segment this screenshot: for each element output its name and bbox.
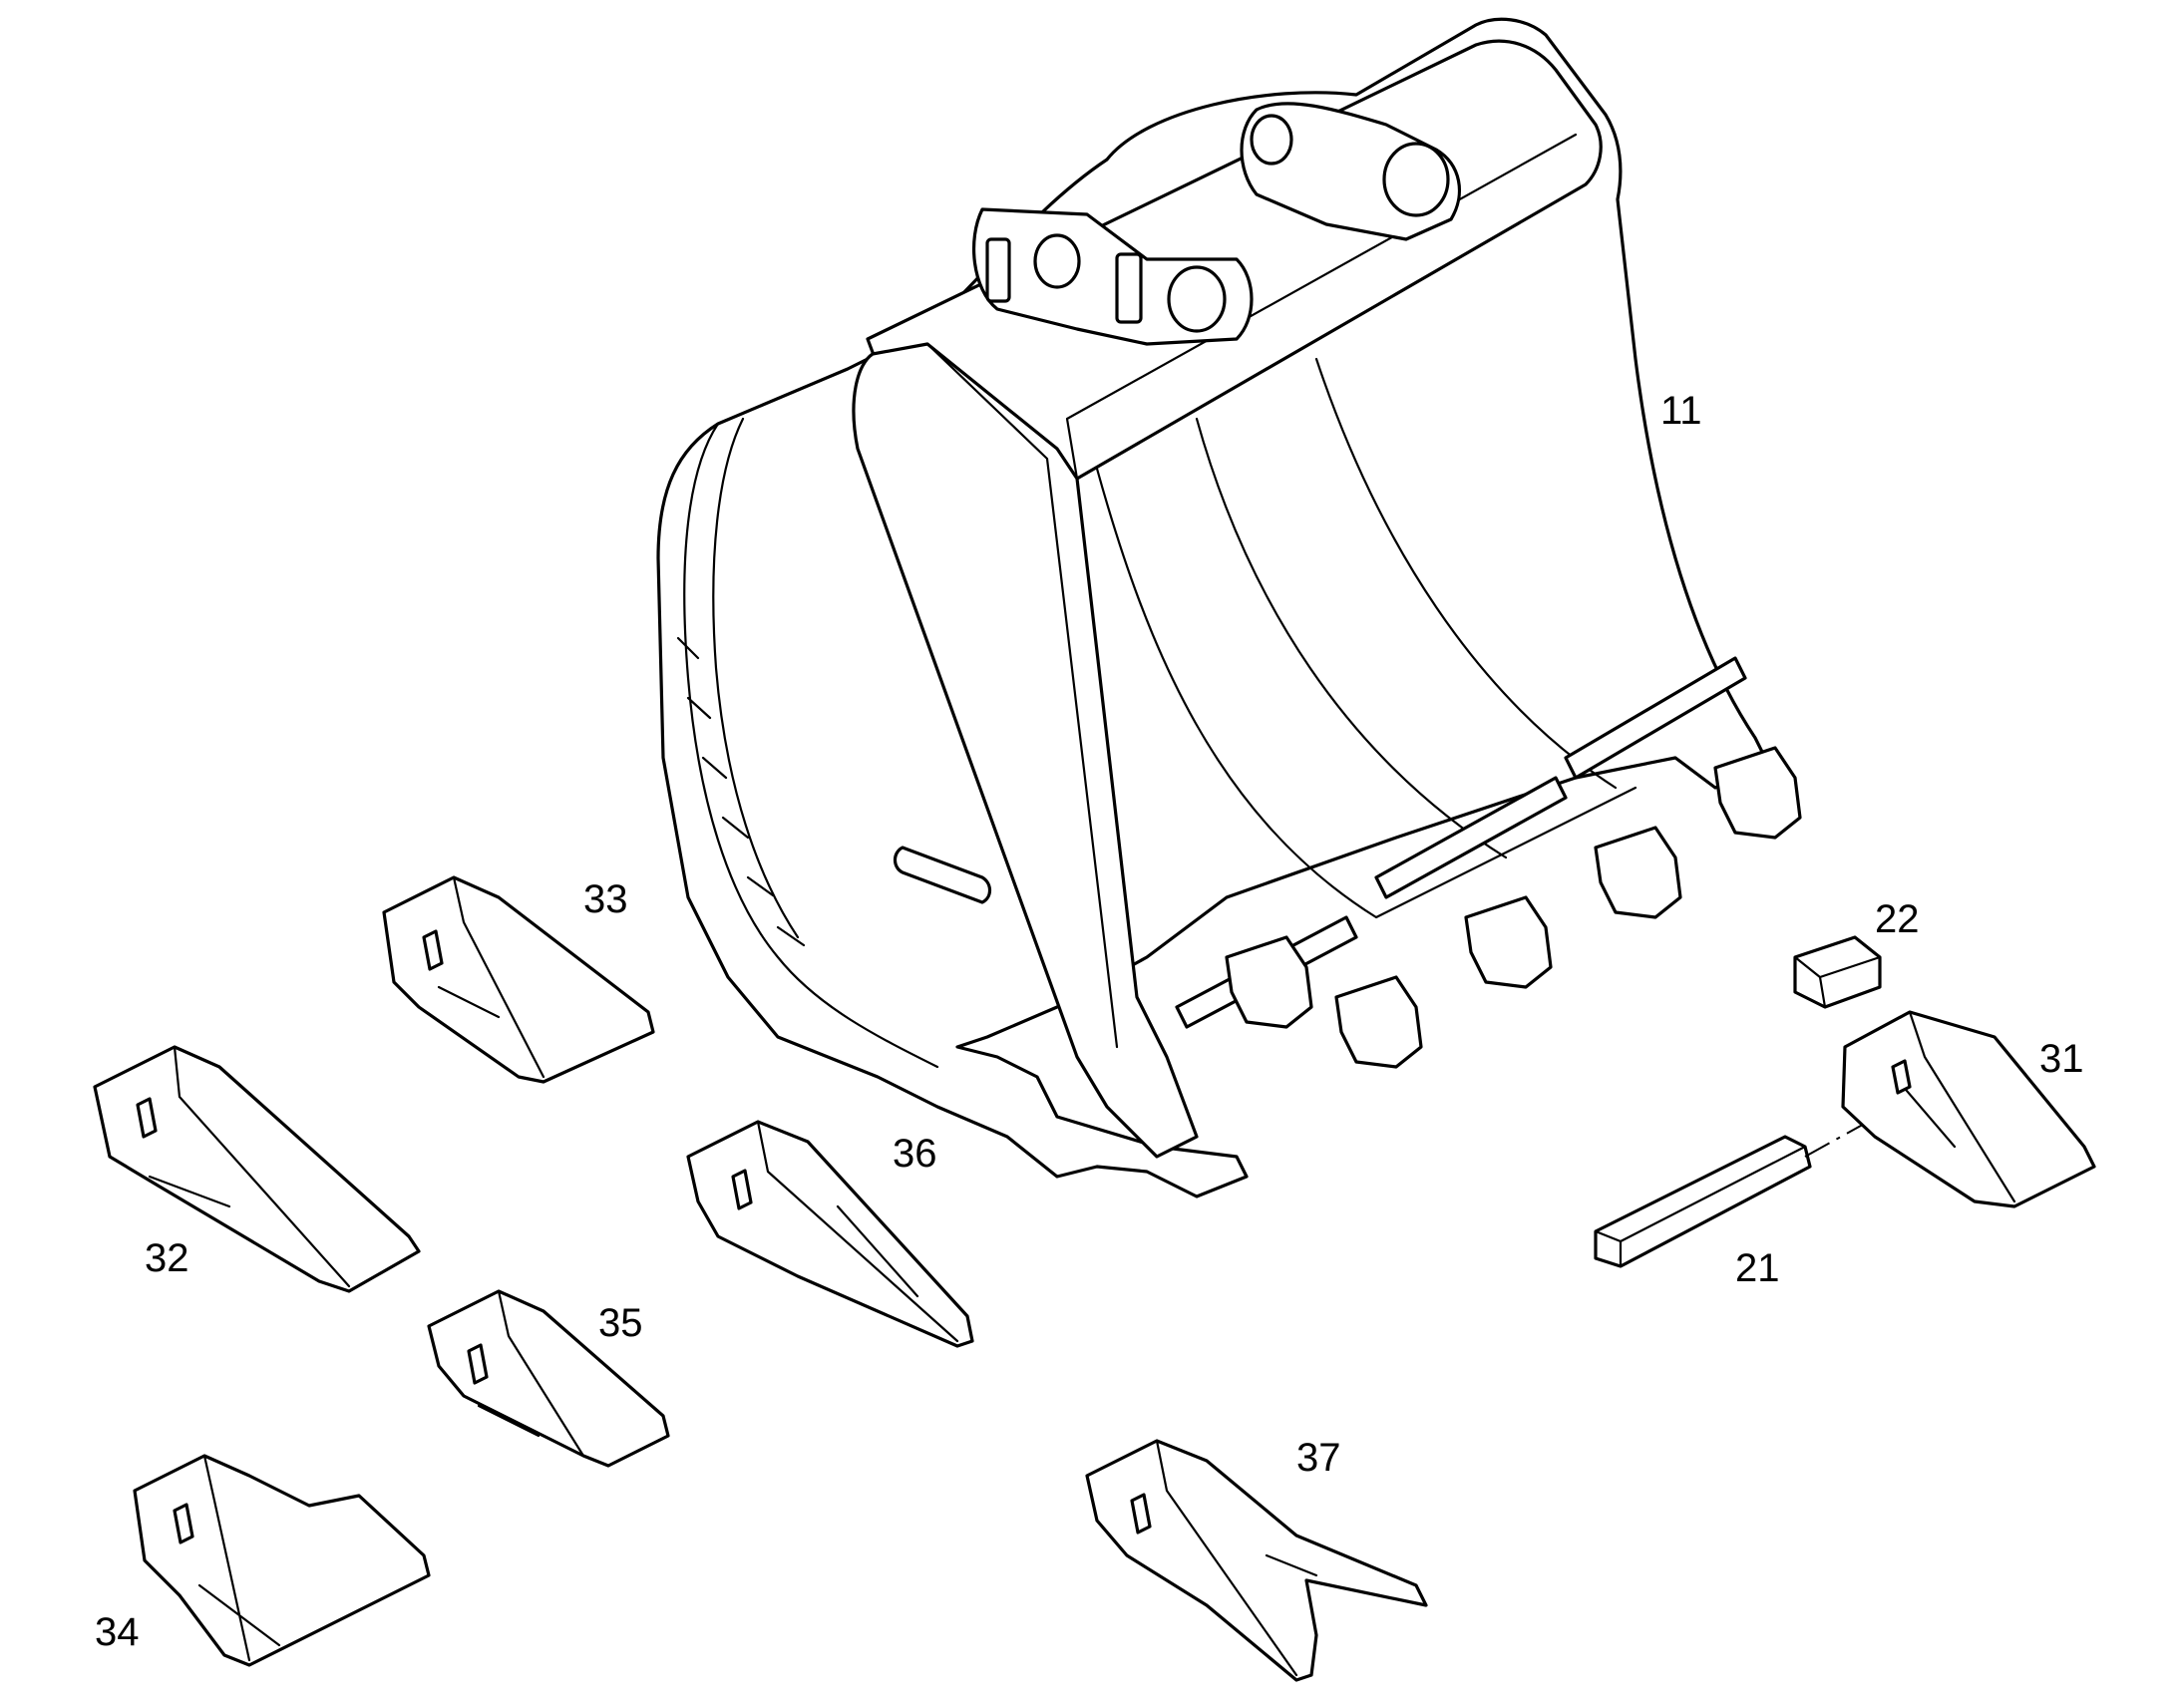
bucket-pin-boss-left — [971, 207, 1254, 346]
callout-37: 37 — [1296, 1436, 1341, 1480]
part-35-tooth — [427, 1289, 670, 1468]
callout-31: 31 — [2039, 1037, 2084, 1081]
lock-bracket-left — [985, 237, 1011, 303]
part-36-tooth — [686, 1120, 974, 1348]
part-22-retainer — [1793, 935, 1882, 1009]
adapter-1 — [1225, 935, 1313, 1029]
bucket-rib-3 — [1564, 656, 1747, 780]
adapter-5 — [1713, 746, 1802, 840]
callout-11: 11 — [1660, 389, 1702, 433]
adapter-4 — [1594, 826, 1682, 919]
callout-33: 33 — [583, 877, 628, 921]
bucket-inner-curve-1 — [1095, 467, 1637, 919]
bucket-side-slot — [893, 846, 992, 904]
bucket-rear-shell — [656, 17, 1772, 1198]
bucket-inner-curve-3 — [1314, 357, 1618, 790]
part-33-tooth — [382, 875, 655, 1084]
bucket-pin-boss-right — [1240, 102, 1461, 241]
callout-32: 32 — [145, 1236, 189, 1280]
part-21-pin — [1594, 1135, 1812, 1268]
bucket-assembly — [656, 17, 1802, 1198]
callout-36: 36 — [893, 1132, 937, 1176]
lock-bracket-right — [1115, 252, 1143, 324]
callout-34: 34 — [95, 1610, 140, 1654]
callout-21: 21 — [1735, 1246, 1780, 1290]
part-31-tooth — [1841, 1010, 2096, 1208]
bucket-side-curve — [683, 422, 939, 1069]
bucket-wear-strips — [676, 636, 806, 947]
callout-22: 22 — [1875, 897, 1920, 941]
bucket-side-curve-inner — [712, 417, 800, 939]
part-37-tooth — [1085, 1439, 1428, 1682]
bucket-side-arm — [852, 342, 1199, 1159]
bucket-rib-2 — [1374, 776, 1568, 899]
adapter-2 — [1334, 975, 1423, 1069]
callout-35: 35 — [598, 1301, 643, 1345]
part-34-tooth — [133, 1454, 431, 1667]
bucket-inner-curve-2 — [1195, 417, 1508, 859]
part-32-tooth — [93, 1045, 421, 1293]
bucket-adapters — [1225, 746, 1802, 1069]
adapter-3 — [1464, 895, 1553, 989]
